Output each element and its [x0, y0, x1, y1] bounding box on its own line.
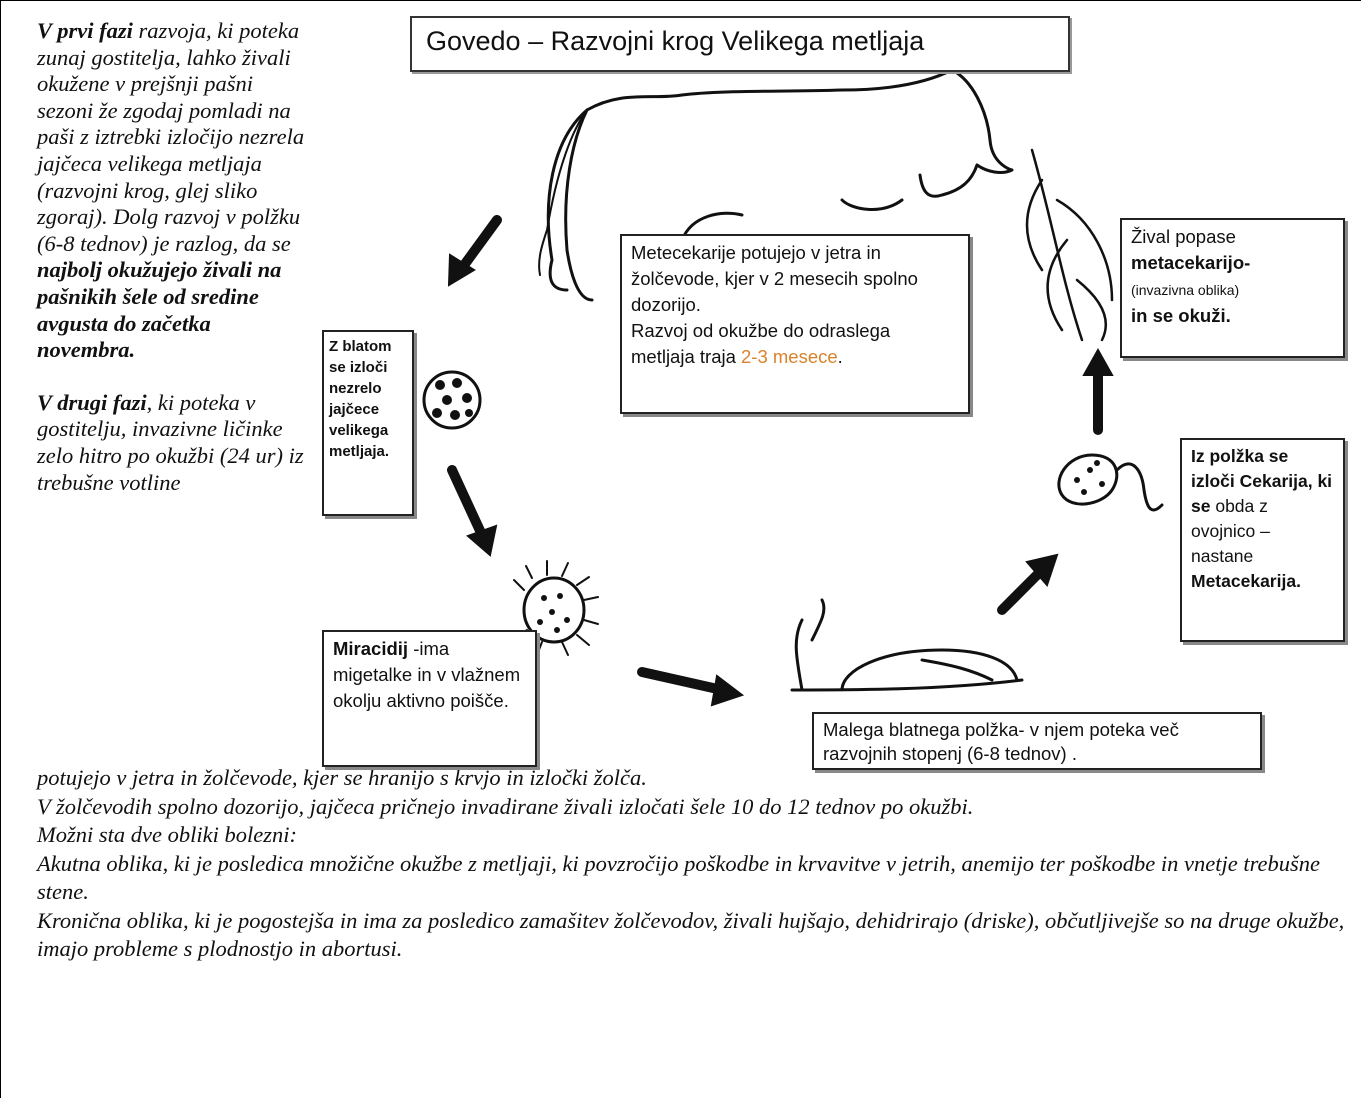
bottom-line-5: Kronična oblika, ki je pogostejša in ima…	[37, 907, 1345, 962]
ingestion-small: (invazivna oblika)	[1131, 282, 1240, 298]
ingestion-bold: metacekarijo-	[1131, 252, 1251, 273]
phase-one-paragraph: V prvi fazi razvoja, ki poteka zunaj gos…	[37, 18, 312, 364]
box-miracidium: Miracidij -ima migetalke in v vlažnem ok…	[322, 630, 537, 767]
box-cercaria: Iz polžka se izloči Cekarija, ki se obda…	[1180, 438, 1345, 642]
left-text-column: V prvi fazi razvoja, ki poteka zunaj gos…	[37, 18, 312, 496]
miracidium-text: -ima migetalke in v vlažnem okolju aktiv…	[333, 638, 521, 711]
cow-drawing	[546, 23, 1014, 302]
grass-drawing	[1025, 148, 1114, 342]
phase-two-paragraph: V drugi fazi, ki poteka v gostitelju, in…	[37, 390, 312, 496]
diagram-drawings	[422, 23, 1164, 707]
cycle-arrows	[447, 215, 1114, 707]
box-snail: Malega blatnega polžka- v njem poteka ve…	[812, 712, 1262, 770]
box-liver-migration: Metecekarije potujejo v jetra in žolčevo…	[620, 234, 970, 414]
phase-one-text: razvoja, ki poteka zunaj gostitelja, lah…	[37, 18, 305, 256]
bottom-line-1: potujejo v jetra in žolčevode, kjer se h…	[37, 765, 647, 790]
life-cycle-diagram: Govedo – Razvojni krog Velikega metljaja…	[322, 0, 1362, 770]
duration-end: .	[837, 346, 843, 367]
egg-drawing	[422, 370, 482, 430]
phase-two-heading: V drugi fazi	[37, 389, 147, 415]
snail-drawing	[790, 598, 1024, 692]
phase-two-text: , ki poteka v gostitelju, invazivne liči…	[37, 389, 304, 495]
cercaria-bold2: Metacekarija.	[1191, 571, 1301, 591]
ingestion-bold2: in se okuži.	[1131, 305, 1231, 326]
box-ingestion: Žival popase metacekarijo- (invazivna ob…	[1120, 218, 1345, 358]
liver-migration-text: Metecekarije potujejo v jetra in žolčevo…	[631, 242, 918, 315]
cercaria-drawing	[1057, 453, 1164, 512]
phase-one-heading: V prvi fazi	[37, 18, 133, 43]
bottom-line-4: Akutna oblika, ki je posledica množične …	[37, 850, 1321, 905]
duration-highlight: 2-3 mesece	[741, 346, 838, 367]
cercaria-text: obda z ovojnico – nastane	[1191, 496, 1270, 566]
bottom-line-3: Možni sta dve obliki bolezni:	[37, 822, 297, 847]
miracidium-drawing	[522, 576, 586, 644]
development-duration-text: Razvoj od okužbe do odraslega metljaja t…	[631, 320, 891, 367]
miracidium-bold: Miracidij	[333, 638, 409, 659]
phase-one-emphasis: najbolj okužujejo živali na pašnikih šel…	[37, 257, 282, 363]
cercaria-bold: Iz polžka se izloči Cekarija, ki se	[1191, 446, 1333, 516]
ingestion-line1: Žival popase	[1131, 226, 1236, 247]
diagram-title: Govedo – Razvojni krog Velikega metljaja	[410, 16, 1070, 72]
bottom-line-2: V žolčevodih spolno dozorijo, jajčeca pr…	[37, 793, 974, 819]
box-egg-excretion: Z blatom se izloči nezrelo jajčece velik…	[322, 330, 414, 516]
bottom-text-block: potujejo v jetra in žolčevode, kjer se h…	[37, 764, 1347, 964]
